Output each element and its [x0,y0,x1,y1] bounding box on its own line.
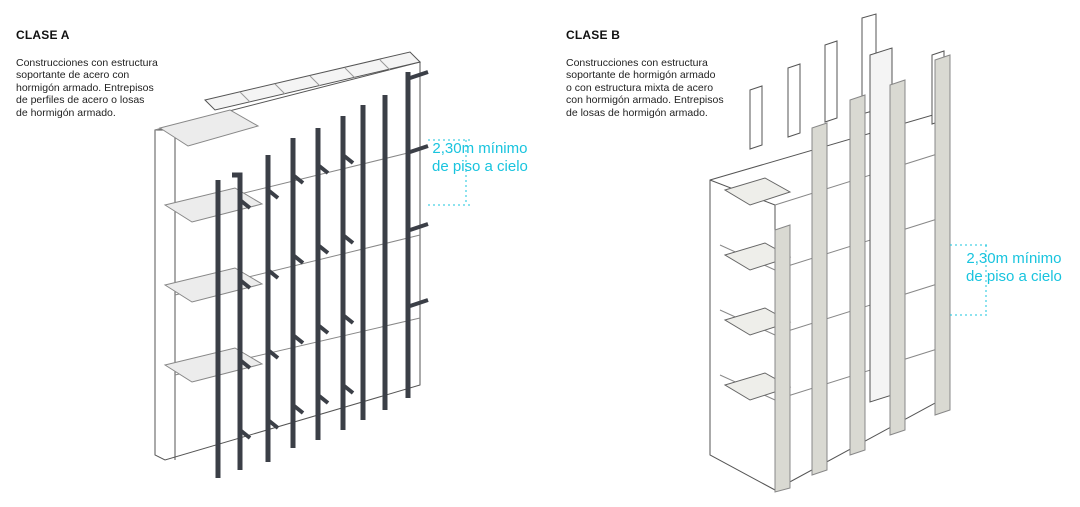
building-diagram-clase-a [154,51,470,478]
dimension-line-2: de piso a cielo [966,268,1062,285]
description-line: Construcciones con estructura [16,57,158,69]
joist-slab-1 [158,109,260,147]
panel-title: CLASE A [16,28,70,42]
beam-stub [341,153,355,395]
dimension-line [950,244,990,316]
core-wall [869,47,893,403]
concrete-column [889,79,906,436]
description-line: Construcciones con estructura [566,57,708,69]
column-stub [824,40,838,123]
dimension-line-2: de piso a cielo [432,158,528,175]
roof-grid [239,59,391,103]
concrete-columns [774,54,951,493]
dimension-line [428,139,470,206]
concrete-slabs [723,177,792,401]
description-line: soportante de acero con [16,69,130,82]
steel-beam-stubs [238,70,429,440]
description-line: de perfiles de acero o losas [16,94,145,107]
building-diagram-clase-b [709,13,990,493]
dimension-label: 2,30m mínimo de piso a cielo [966,250,1062,286]
concrete-column [849,94,866,456]
description-line: de hormigón armado. [16,106,116,119]
dimension-line-1: 2,30m mínimo [966,250,1062,267]
dimension-label: 2,30m mínimo de piso a cielo [432,140,528,176]
concrete-slab-1 [723,177,792,206]
description-line: de losas de hormigón armado. [566,106,708,119]
description-line: con hormigón armado. Entrepisos [566,94,724,107]
panel-description: Construcciones con estructura soportante… [16,57,158,119]
building-edge [155,129,176,460]
description-line: o con estructura mixta de acero [566,81,714,94]
steel-column [232,172,243,470]
panel-clase-b: CLASE B Construcciones con estructura so… [540,0,1080,507]
building-outline [709,109,951,491]
panel-clase-a: CLASE A Construcciones con estructura so… [16,28,528,478]
description-line: hormigón armado. Entrepisos [16,81,154,94]
concrete-column [934,54,951,416]
concrete-column [811,122,828,476]
panel-description: Construcciones con estructura soportante… [566,57,724,119]
roof-slab [204,51,421,111]
beam-stub [266,188,280,430]
panel-title: CLASE B [566,28,621,42]
description-line: soportante de hormigón armado [566,69,716,82]
column-stub [787,63,801,138]
beam-stub [409,70,429,308]
column-stub [749,85,763,150]
concrete-column [774,224,791,493]
building-edge [709,179,776,490]
dimension-line-1: 2,30m mínimo [432,140,528,157]
steel-columns [215,72,411,478]
beam-stub [291,173,305,415]
beam-stub [316,163,330,405]
beam-stub [238,198,252,440]
